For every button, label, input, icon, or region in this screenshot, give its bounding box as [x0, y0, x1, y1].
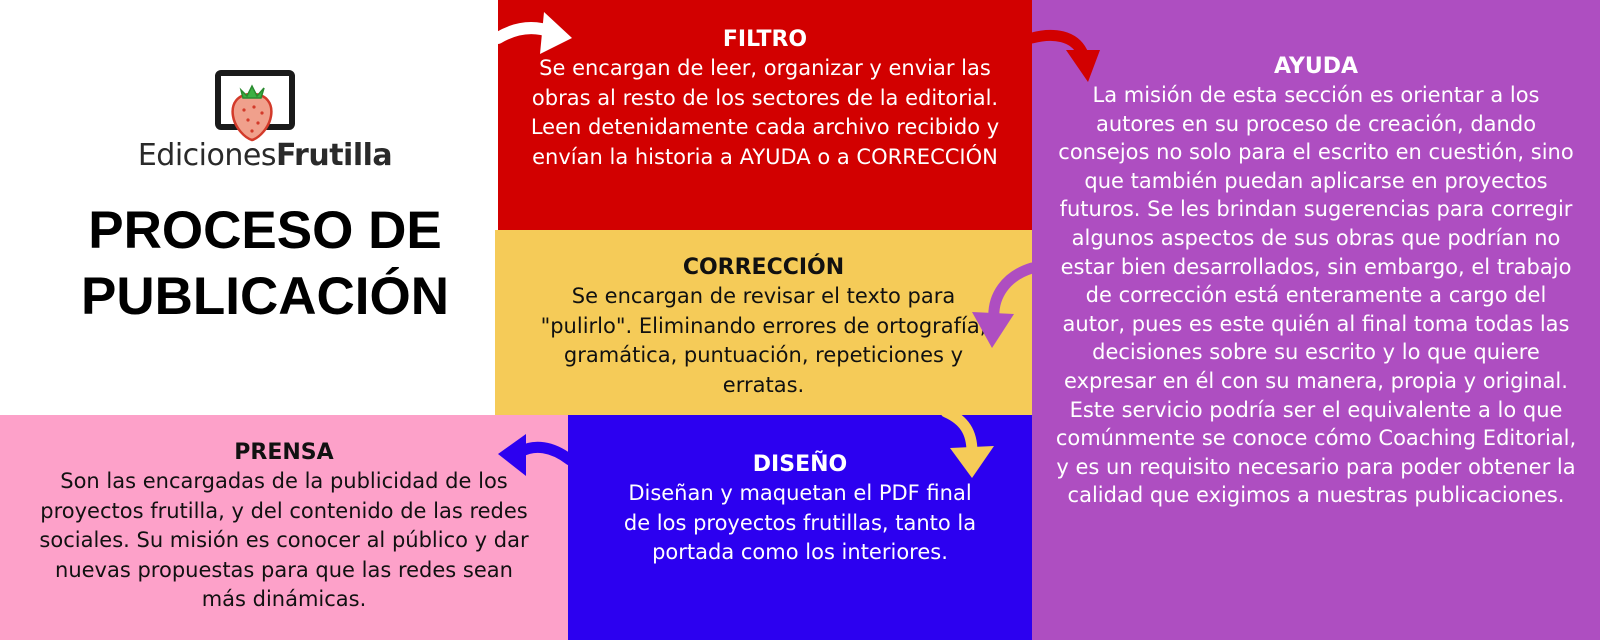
red-arrow-icon: [1030, 29, 1100, 82]
brand-name-bold: Frutilla: [275, 138, 393, 173]
section-correccion-heading: CORRECCIÓN: [682, 255, 845, 280]
section-correccion: CORRECCIÓN Se encargan de revisar el tex…: [495, 230, 1032, 415]
logo-title-area: EdicionesFrutilla PROCESO DE PUBLICACIÓN: [0, 0, 498, 415]
page-title: PROCESO DE PUBLICACIÓN: [20, 198, 510, 330]
section-diseno-text: Diseñan y maquetan el PDF final de los p…: [623, 481, 977, 564]
strawberry-icon: [231, 84, 273, 142]
page-title-line2: PUBLICACIÓN: [80, 267, 450, 326]
section-prensa: PRENSA Son las encargadas de la publicid…: [0, 415, 568, 640]
brand-name-light: Ediciones: [137, 138, 277, 173]
brand-name: EdicionesFrutilla: [100, 138, 430, 173]
section-prensa-text: Son las encargadas de la publicidad de l…: [39, 469, 529, 611]
section-ayuda-text: La misión de esta sección es orientar a …: [1055, 83, 1577, 508]
section-correccion-text: Se encargan de revisar el texto para "pu…: [540, 284, 987, 397]
blue-arrow-icon: [498, 434, 572, 476]
section-prensa-heading: PRENSA: [234, 440, 334, 465]
yellow-arrow-icon: [940, 408, 994, 478]
section-ayuda-heading: AYUDA: [1273, 54, 1358, 79]
white-arrow-icon: [496, 12, 572, 54]
section-filtro-heading: FILTRO: [722, 27, 808, 52]
purple-arrow-icon: [972, 262, 1036, 348]
section-filtro: FILTRO Se encargan de leer, organizar y …: [498, 0, 1032, 230]
section-ayuda: AYUDA La misión de esta sección es orien…: [1032, 0, 1600, 640]
section-diseno-heading: DISEÑO: [752, 452, 848, 477]
page-title-line1: PROCESO DE: [88, 201, 442, 260]
section-filtro-text: Se encargan de leer, organizar y enviar …: [530, 56, 1000, 169]
